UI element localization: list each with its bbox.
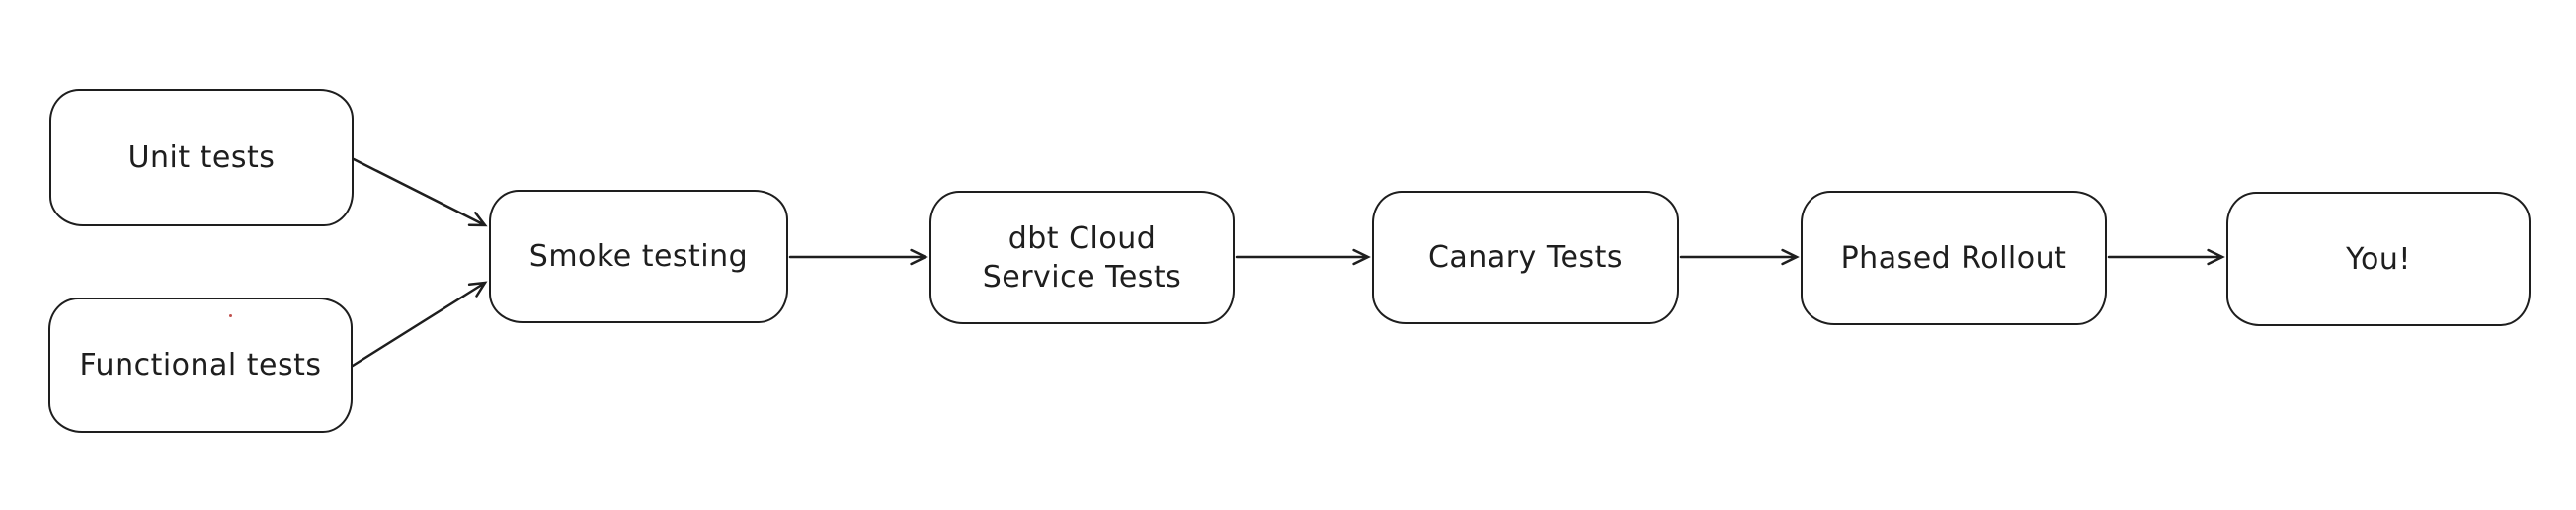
arrow-unit-tests-to-smoke-testing[interactable] — [352, 157, 488, 227]
arrow-dbt-cloud-service-tests-to-canary-tests[interactable] — [1235, 248, 1371, 266]
node-canary-tests[interactable]: Canary Tests — [1372, 191, 1679, 324]
node-label-unit-tests: Unit tests — [127, 140, 276, 175]
node-phased-rollout[interactable]: Phased Rollout — [1801, 191, 2107, 325]
node-label-you: You! — [2346, 241, 2411, 277]
arrow-canary-tests-to-phased-rollout[interactable] — [1679, 248, 1800, 266]
node-functional-tests[interactable]: Functional tests — [48, 298, 353, 433]
arrow-phased-rollout-to-you[interactable] — [2107, 248, 2225, 266]
node-label-canary-tests: Canary Tests — [1427, 240, 1624, 275]
node-label-functional-tests: Functional tests — [79, 348, 322, 382]
node-label-smoke-testing: Smoke testing — [528, 239, 749, 274]
arrow-functional-tests-to-smoke-testing[interactable] — [351, 281, 488, 368]
node-unit-tests[interactable]: Unit tests — [49, 89, 354, 226]
node-dbt-cloud-service-tests[interactable]: dbt Cloud Service Tests — [929, 191, 1235, 324]
node-smoke-testing[interactable]: Smoke testing — [489, 190, 788, 323]
node-label-dbt-cloud-service-tests: dbt Cloud Service Tests — [982, 220, 1182, 295]
node-label-phased-rollout: Phased Rollout — [1840, 240, 2067, 276]
arrow-smoke-testing-to-dbt-cloud-service-tests[interactable] — [788, 248, 928, 266]
node-you[interactable]: You! — [2226, 192, 2531, 326]
red-speck-artifact — [229, 314, 232, 317]
